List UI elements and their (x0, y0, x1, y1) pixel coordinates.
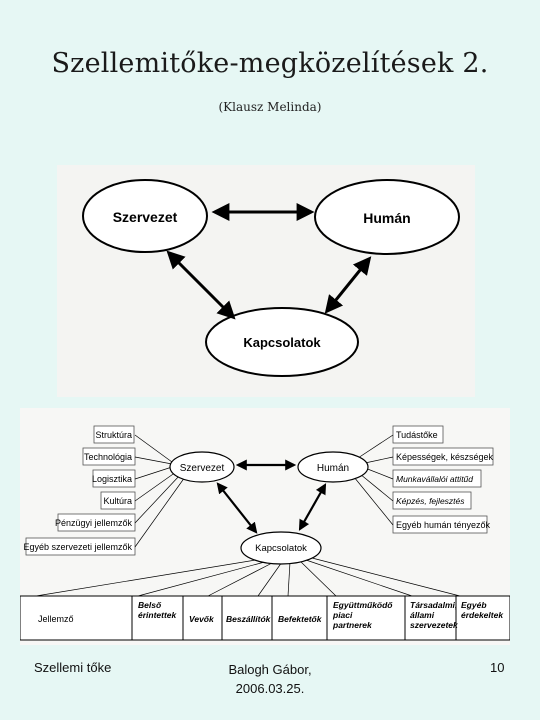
kapcsolatok-fan-lines (35, 557, 461, 597)
right-connector-lines (353, 434, 394, 526)
left-item-label: Pénzügyi jellemzők (55, 518, 133, 528)
slide-number: 10 (490, 660, 505, 675)
label-szervezet: Szervezet (113, 209, 178, 225)
footer-course-name: Szellemi tőke (34, 660, 112, 675)
left-item-label: Logisztika (92, 474, 132, 484)
label-human: Humán (363, 210, 410, 226)
right-item-label: Képességek, készségek (396, 452, 494, 462)
right-item-box (392, 425, 444, 444)
node-szervezet (82, 179, 208, 253)
table-cell-vevok: Vevők (189, 614, 215, 624)
node-szervezet (169, 451, 235, 483)
table-cell-befektetok: Befektetők (278, 614, 323, 624)
detailed-diagram-svg: Struktúra Technológia Logisztika Kultúra… (20, 408, 510, 645)
arrow-human-kapcsolatok (298, 483, 327, 531)
simple-diagram-svg: Szervezet Humán Kapcsolatok (57, 165, 475, 397)
footer-author: Balogh Gábor, (228, 662, 312, 677)
label-szervezet: Szervezet (180, 463, 225, 474)
arrow-human-kapcsolatok (324, 256, 372, 314)
label-human: Humán (317, 463, 349, 474)
stakeholder-table: Jellemző Belső érintettek Vevők Beszállí… (20, 595, 510, 641)
slide-title: Szellemitőke-megközelítések 2. (51, 48, 489, 79)
table-cell-jellemzo: Jellemző (38, 614, 74, 624)
right-item-label: Képzés, fejlesztés (396, 496, 465, 506)
table-cell-tarsadalmi-1: Társadalmi, (410, 600, 457, 610)
left-item-label: Technológia (84, 452, 132, 462)
label-kapcsolatok: Kapcsolatok (243, 335, 321, 350)
right-items: Tudástőke Képességek, készségek Munkavál… (392, 425, 494, 534)
table-cell-egyuttmukodo-3: partnerek (332, 620, 373, 630)
table-cell-beszallitok: Beszállítók (226, 614, 272, 624)
left-item-box (82, 447, 136, 466)
arrow-szervezet-kapcsolatok (166, 250, 236, 320)
diagram-panel-detailed: Struktúra Technológia Logisztika Kultúra… (20, 408, 510, 645)
arrow-szervezet-kapcsolatok (216, 482, 258, 534)
left-item-label: Egyéb szervezeti jellemzők (23, 542, 132, 552)
table-cell-belso-1: Belső (138, 600, 162, 610)
table-cell-egyeb-2: érdekeltek (461, 610, 504, 620)
slide-subtitle: (Klausz Melinda) (218, 100, 322, 114)
table-cell-tarsadalmi-3: szervezetek (410, 620, 459, 630)
diagram-panel-simple: Szervezet Humán Kapcsolatok (57, 165, 475, 397)
table-cell-belso-2: érintettek (138, 610, 178, 620)
footer-author-date: Balogh Gábor, 2006.03.25. (190, 660, 350, 698)
left-item-label: Struktúra (95, 430, 132, 440)
table-cell-egyuttmukodo-2: piaci (332, 610, 353, 620)
left-item-box (93, 425, 135, 444)
node-human (297, 451, 369, 483)
footer-date: 2006.03.25. (235, 681, 305, 696)
right-item-box (392, 469, 482, 488)
left-items: Struktúra Technológia Logisztika Kultúra… (23, 425, 136, 556)
table-cell-egyeb-1: Egyéb (461, 600, 487, 610)
left-item-box (100, 491, 136, 510)
right-item-label: Egyéb humán tényezők (396, 520, 491, 530)
right-item-label: Tudástőke (396, 430, 438, 440)
table-cell-egyuttmukodo-1: Együttműködő (333, 600, 393, 610)
right-item-label: Munkavállalói attitűd (396, 474, 473, 484)
left-item-label: Kultúra (103, 496, 132, 506)
table-cell-tarsadalmi-2: állami (410, 610, 435, 620)
node-kapcsolatok (205, 307, 359, 377)
left-connector-lines (134, 434, 186, 548)
node-human (314, 179, 460, 255)
node-kapcsolatok (240, 531, 322, 565)
label-kapcsolatok: Kapcsolatok (255, 543, 307, 554)
left-item-box (92, 469, 136, 488)
right-item-box (392, 447, 494, 466)
right-item-box (392, 491, 472, 510)
